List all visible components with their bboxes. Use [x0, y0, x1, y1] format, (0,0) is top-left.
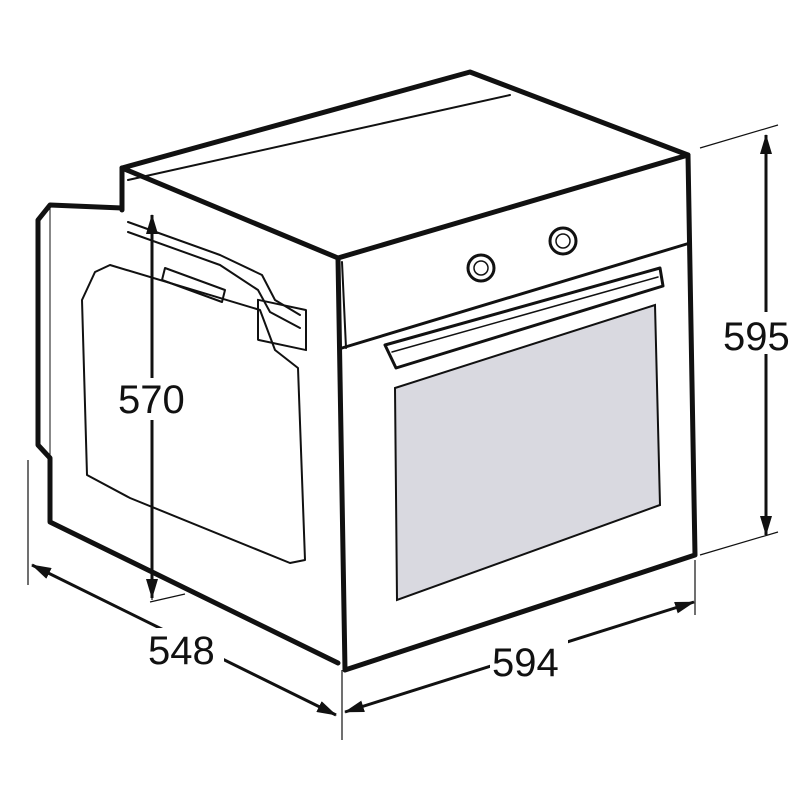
side-handle: [161, 267, 226, 303]
label-height-niche: 570: [118, 378, 185, 422]
label-depth: 548: [148, 629, 215, 673]
knob-right: [548, 226, 578, 256]
side-vent: [257, 298, 307, 352]
label-height-total: 595: [723, 315, 790, 359]
oven-side-rail-bottom: [127, 231, 301, 329]
oven-top-inner-line: [127, 94, 511, 181]
oven-side-rail-top: [127, 221, 301, 316]
knob-left: [466, 253, 496, 283]
oven-top-panel: [119, 69, 691, 171]
control-panel-divider: [340, 241, 692, 350]
front-handle: [383, 266, 665, 370]
oven-window: [393, 303, 662, 602]
label-width: 594: [492, 641, 559, 685]
oven-top-front-edge: [119, 165, 341, 261]
oven-body-back: [35, 202, 341, 666]
oven-front-frame: [335, 152, 698, 673]
oven-side-door-profile: [81, 264, 306, 564]
